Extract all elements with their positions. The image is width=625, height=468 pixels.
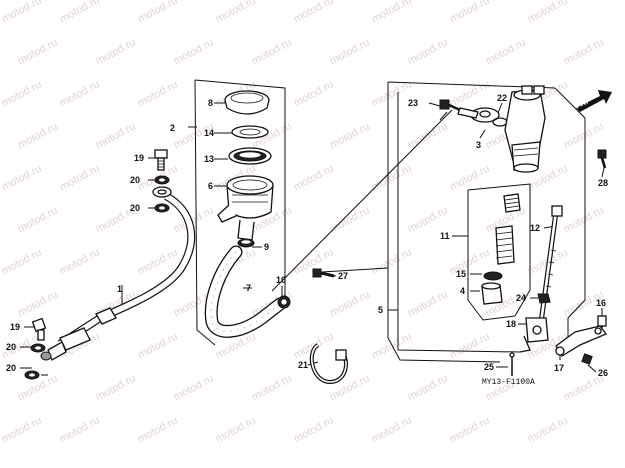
label-13: 13 <box>204 154 214 164</box>
label-15: 15 <box>456 269 466 279</box>
bolt-28 <box>597 149 607 169</box>
label-27: 27 <box>338 271 348 281</box>
front-direction-arrow: FR. <box>574 90 612 112</box>
label-6: 6 <box>208 181 213 191</box>
reservoir-cap <box>224 90 270 115</box>
joint-18 <box>519 317 549 353</box>
master-cylinder-body <box>504 85 546 173</box>
reservoir-plate <box>231 125 269 139</box>
bolt-23 <box>439 99 461 112</box>
piston-4 <box>481 282 503 305</box>
label-11: 11 <box>440 231 450 241</box>
washer-20-top-1 <box>154 175 170 185</box>
label-16: 16 <box>596 298 606 308</box>
oil-bolt-19-bottom <box>31 317 47 341</box>
joint-3 <box>457 107 500 123</box>
clamp-21 <box>309 343 348 385</box>
banjo-fitting-top <box>152 186 172 198</box>
primary-cup-15 <box>483 271 503 281</box>
washer-20-top-2 <box>154 203 170 213</box>
label-22: 22 <box>497 93 507 103</box>
label-19-top: 19 <box>134 153 144 163</box>
reservoir-body <box>217 175 274 241</box>
o-ring-22 <box>492 117 508 127</box>
label-4: 4 <box>460 286 465 296</box>
label-14: 14 <box>204 128 214 138</box>
inner-piston-box <box>467 183 531 321</box>
cotter-pin-25 <box>509 352 515 376</box>
label-12: 12 <box>530 223 540 233</box>
label-8: 8 <box>208 98 213 108</box>
label-23: 23 <box>408 98 418 108</box>
washer-20-bottom-1 <box>30 343 46 353</box>
label-18: 18 <box>506 319 516 329</box>
reservoir-hose <box>204 245 287 338</box>
label-24: 24 <box>516 293 526 303</box>
label-5: 5 <box>378 305 383 315</box>
front-direction-label: FR. <box>574 97 589 111</box>
bolt-26 <box>581 353 593 365</box>
washer-20-bottom-2 <box>24 370 40 380</box>
bolt-27 <box>312 268 335 278</box>
label-7: 7 <box>246 283 251 293</box>
arm-17 <box>555 325 608 357</box>
label-19-bottom: 19 <box>10 322 20 332</box>
label-20-bottom-2: 20 <box>6 363 16 373</box>
label-20-bottom-1: 20 <box>6 342 16 352</box>
label-20-top-2: 20 <box>130 203 140 213</box>
label-2: 2 <box>170 123 175 133</box>
label-10: 10 <box>276 275 286 285</box>
reservoir-diaphragm <box>228 147 272 165</box>
label-17: 17 <box>554 363 564 373</box>
leader-lines <box>20 102 605 376</box>
label-28: 28 <box>598 178 608 188</box>
spring-piston-set <box>495 193 521 265</box>
label-21: 21 <box>298 360 308 370</box>
push-rod-12 <box>537 205 563 331</box>
label-26: 26 <box>598 368 608 378</box>
label-1: 1 <box>117 284 122 294</box>
diagram-code: MY13-F1100A <box>482 378 535 387</box>
hose-clip-10 <box>277 295 291 309</box>
label-3: 3 <box>476 140 481 150</box>
brake-hose <box>40 192 196 361</box>
label-20-top-1: 20 <box>130 175 140 185</box>
label-9: 9 <box>264 242 269 252</box>
oil-bolt-19-top <box>154 149 168 171</box>
hose-clip-9 <box>237 238 255 248</box>
label-25: 25 <box>484 362 494 372</box>
nut-24 <box>537 293 551 304</box>
